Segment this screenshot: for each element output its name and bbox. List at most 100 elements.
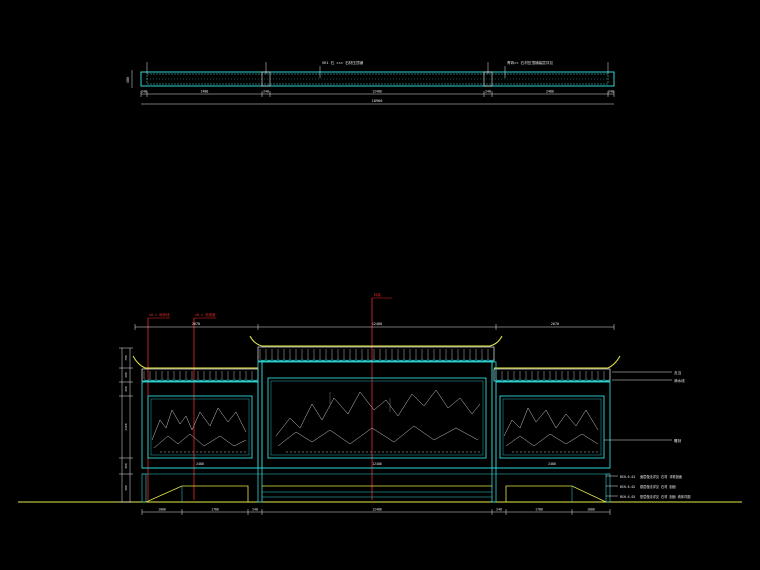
roof-tile-drip bbox=[433, 358, 441, 361]
ramp-left bbox=[145, 485, 249, 503]
left-roof-ridge bbox=[132, 355, 258, 369]
ramp-right bbox=[505, 485, 607, 503]
right-roof-band bbox=[493, 368, 611, 382]
roof-tile-drip bbox=[507, 378, 515, 381]
plan-callout-right: 青砖×× 石材压顶铺装层详见 bbox=[507, 60, 553, 65]
panel-center-inner bbox=[270, 380, 484, 456]
dim-label: 2480 bbox=[546, 90, 554, 94]
roof-tile-drip bbox=[501, 378, 509, 381]
plan-slab-outer bbox=[140, 71, 615, 87]
left-roof bbox=[132, 355, 259, 382]
roof-tile-drip bbox=[403, 358, 411, 361]
roof-tile-drip bbox=[209, 378, 217, 381]
roof-tile-drip bbox=[233, 378, 241, 381]
plan-total-dim: 18960 bbox=[372, 99, 383, 103]
roof-tile-drip bbox=[283, 358, 291, 361]
elev-top-dim-1: 2670 bbox=[192, 322, 200, 326]
roof-tile-drip bbox=[585, 378, 593, 381]
dim-label: 240 bbox=[141, 90, 147, 94]
roof-tile-drip bbox=[463, 358, 471, 361]
right-roof-tiles bbox=[495, 371, 611, 381]
roof-tile-drip bbox=[513, 378, 521, 381]
roof-tile-drip bbox=[543, 378, 551, 381]
roof-tile-drip bbox=[603, 378, 611, 381]
right-label-2: 滴水线 bbox=[674, 378, 685, 383]
elev-bottom-dim-ticks bbox=[141, 509, 611, 515]
panel-right-frame bbox=[499, 395, 605, 459]
roof-tile-drip bbox=[265, 358, 273, 361]
dim-label: 2400 bbox=[124, 423, 128, 430]
panel-center-frame bbox=[267, 377, 487, 459]
marker-label-1: ±0.× 地坪线 bbox=[149, 312, 170, 317]
plan-dim-ticks bbox=[140, 91, 615, 97]
roof-tile-drip bbox=[259, 358, 267, 361]
roof-tile-drip bbox=[245, 378, 253, 381]
roof-tile-drip bbox=[179, 378, 187, 381]
roof-tile-drip bbox=[173, 378, 181, 381]
roof-tile-drip bbox=[451, 358, 459, 361]
right-label-3: 雕刻 bbox=[674, 438, 682, 443]
note-code-1: BSH-6-01 bbox=[620, 475, 635, 479]
roof-tile-drip bbox=[421, 358, 429, 361]
dim-label: 300 bbox=[124, 485, 128, 491]
panel-dim-right: 2480 bbox=[548, 462, 556, 466]
roof-tile-drip bbox=[385, 358, 393, 361]
landscape-carving-right bbox=[503, 407, 600, 453]
roof-tile-drip bbox=[307, 358, 315, 361]
roof-tile-drip bbox=[251, 378, 259, 381]
panel-left-inner bbox=[150, 398, 250, 456]
center-roof-band bbox=[257, 346, 495, 362]
roof-tile-drip bbox=[481, 358, 489, 361]
panel-dim-center: 12480 bbox=[372, 462, 382, 466]
note-code-2: BSH-6-02 bbox=[620, 485, 635, 489]
roof-tile-drip bbox=[313, 358, 321, 361]
roof-tile-drip bbox=[343, 358, 351, 361]
dim-label: 12480 bbox=[372, 90, 382, 94]
roof-tile-drip bbox=[591, 378, 599, 381]
roof-tile-drip bbox=[457, 358, 465, 361]
roof-tile-drip bbox=[301, 358, 309, 361]
roof-tile-drip bbox=[203, 378, 211, 381]
roof-tile-drip bbox=[597, 378, 605, 381]
dim-label: 700 bbox=[124, 355, 128, 361]
plan-callout-left: SR1 石 ××× 石材压顶铺 bbox=[322, 60, 363, 65]
note-text-3: 垫层做法详见 石材 剖面 墙体详图 bbox=[640, 494, 690, 499]
roof-tile-drip bbox=[331, 358, 339, 361]
right-roof-ridge bbox=[494, 355, 621, 369]
roof-tile-drip bbox=[191, 378, 199, 381]
plan-view: SR1 石 ××× 石材压顶铺 青砖×× 石材压顶铺装层详见 240 2480 24… bbox=[126, 60, 615, 105]
roof-tile-drip bbox=[143, 378, 151, 381]
roof-tile-drip bbox=[561, 378, 569, 381]
dim-label: 1700 bbox=[211, 508, 219, 512]
dim-label: 1000 bbox=[587, 508, 595, 512]
dim-label: 200 bbox=[124, 372, 128, 378]
dim-label: 240 bbox=[252, 508, 258, 512]
roof-tile-drip bbox=[337, 358, 345, 361]
roof-tile-drip bbox=[409, 358, 417, 361]
roof-tile-drip bbox=[427, 358, 435, 361]
pillar-right bbox=[491, 361, 497, 503]
roof-tile-drip bbox=[185, 378, 193, 381]
roof-tile-drip bbox=[537, 378, 545, 381]
marker-label-2: ±0.× 完成面 bbox=[195, 312, 216, 317]
roof-tile-drip bbox=[367, 358, 375, 361]
landscape-carving-left bbox=[151, 407, 248, 453]
pillar-left bbox=[257, 361, 263, 503]
roof-tile-drip bbox=[519, 378, 527, 381]
roof-tile-drip bbox=[271, 358, 279, 361]
roof-tile-drip bbox=[239, 378, 247, 381]
dim-label: 240 bbox=[496, 508, 502, 512]
elevation-view: ±0.× 地坪线 ±0.× 完成面 标高 2670 12480 2670 bbox=[18, 292, 742, 515]
right-roof bbox=[493, 355, 621, 382]
note-code-3: BSH-6-03 bbox=[620, 495, 635, 499]
dim-label: 240 bbox=[263, 90, 269, 94]
roof-tile-drip bbox=[495, 378, 503, 381]
roof-tile-drip bbox=[567, 378, 575, 381]
dim-label: 2480 bbox=[201, 90, 209, 94]
roof-tile-drip bbox=[379, 358, 387, 361]
roof-tile-drip bbox=[215, 378, 223, 381]
